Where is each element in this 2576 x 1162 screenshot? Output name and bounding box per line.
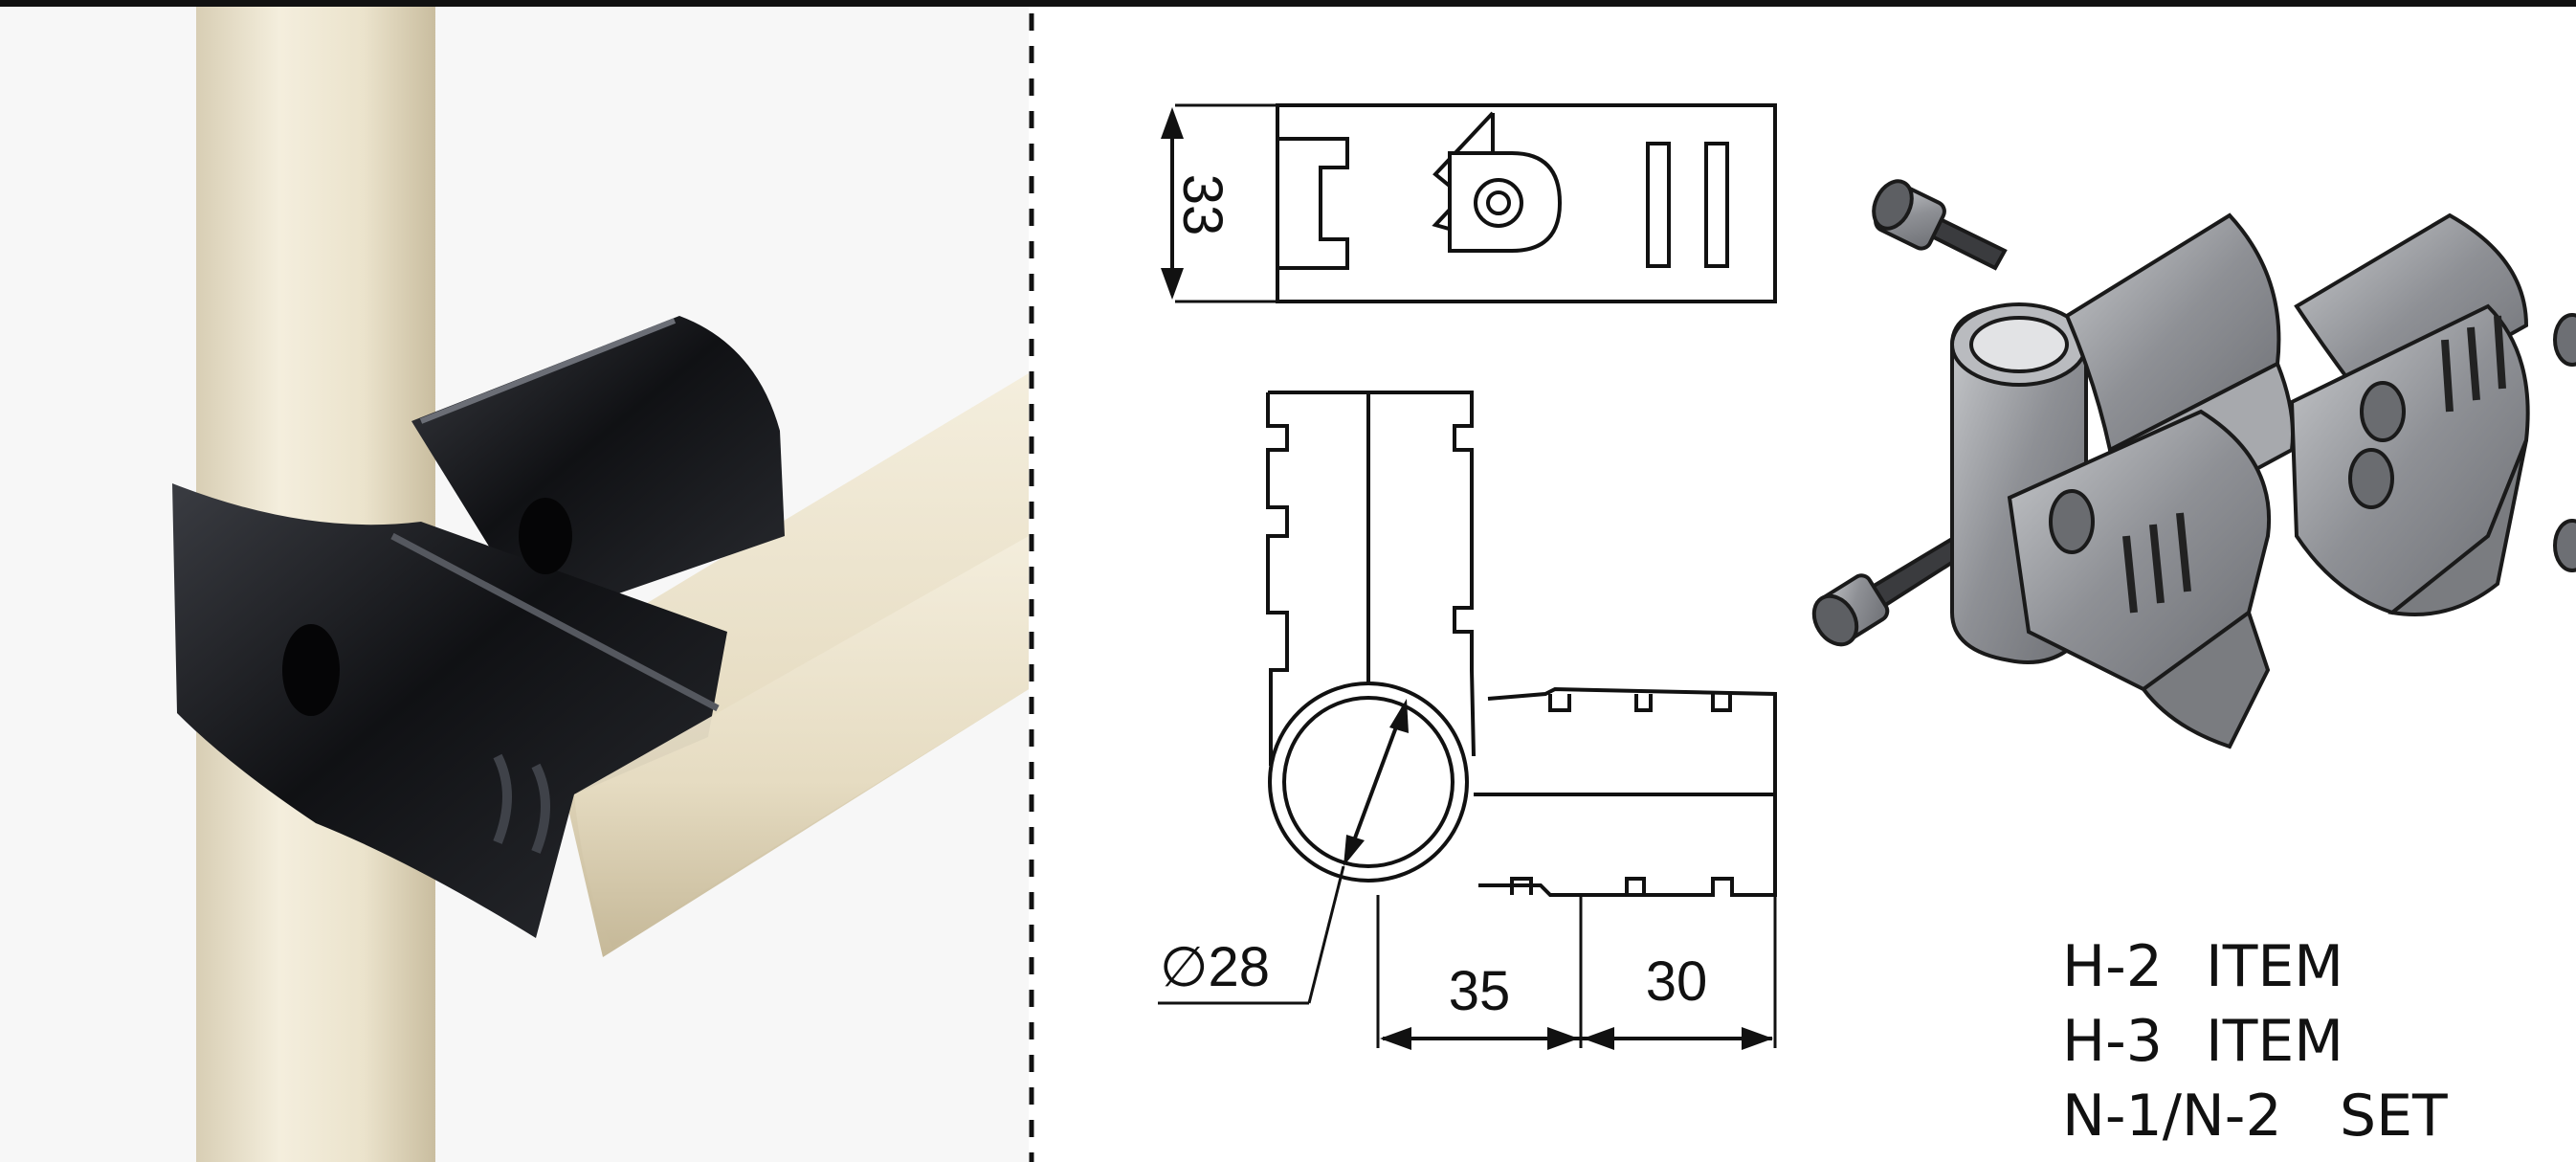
dim-height-label: 33 <box>1171 174 1233 236</box>
front-view <box>1158 391 1777 1050</box>
item-list: H-2 ITEM H-3 ITEM N-1/N-2 SET <box>2062 933 2448 1150</box>
bolt-edge-top-icon <box>2553 313 2576 367</box>
item-kind: ITEM <box>2206 933 2343 1000</box>
dim-length-a-label: 35 <box>1449 960 1511 1022</box>
top-view <box>1161 103 1777 303</box>
item-row-1: H-2 ITEM <box>2062 933 2343 1000</box>
item-code: H-2 <box>2062 933 2163 1000</box>
bolt-top-icon <box>1872 179 2008 271</box>
item-code: N-1/N-2 <box>2062 1083 2282 1150</box>
item-row-3: N-1/N-2 SET <box>2062 1083 2448 1150</box>
bolt-bottom-icon <box>1811 533 1969 647</box>
tee-joint-part <box>1950 212 2295 749</box>
top-border <box>0 0 2576 7</box>
dim-length-b-label: 30 <box>1646 950 1708 1013</box>
item-code: H-3 <box>2062 1008 2163 1075</box>
item-row-2: H-3 ITEM <box>2062 1008 2343 1075</box>
item-kind: SET <box>2340 1083 2448 1150</box>
bolt-edge-bottom-icon <box>2553 519 2576 572</box>
technical-drawing <box>1158 103 1777 1050</box>
black-joint-rear <box>411 316 785 622</box>
black-joint-main <box>172 483 727 938</box>
exploded-view <box>1811 179 2576 749</box>
product-photo <box>0 7 1029 1162</box>
half-shell-part <box>2289 212 2530 616</box>
dim-diameter-label: ∅28 <box>1160 936 1270 998</box>
item-kind: ITEM <box>2206 1008 2343 1075</box>
